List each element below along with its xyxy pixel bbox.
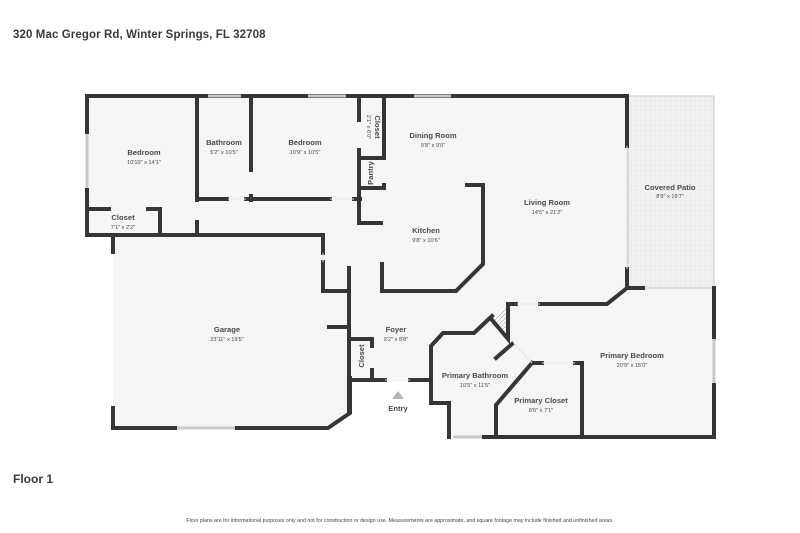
room-labels: Bedroom 10'10" x 14'1" Bathroom 5'2" x 1… — [111, 115, 696, 414]
room-dimensions: 8'6" x 7'1" — [529, 408, 553, 414]
floor-label: Floor 1 — [13, 472, 54, 486]
room-dimensions: 5'2" x 10'5" — [210, 150, 238, 156]
room-dimensions: 9'8" x 9'0" — [421, 143, 445, 149]
room-living-room: Living Room 14'5" x 21'2" — [524, 198, 570, 216]
room-dimensions: 10'5" x 11'5" — [460, 383, 490, 389]
room-name: Bathroom — [206, 138, 242, 147]
property-address: 320 Mac Gregor Rd, Winter Springs, FL 32… — [13, 29, 266, 41]
walls — [85, 94, 716, 439]
room-bedroom-2: Bedroom 10'9" x 10'5" — [288, 138, 322, 156]
hatched-chase — [492, 305, 508, 339]
room-dimensions: 2'1" x 6'0" — [365, 115, 371, 139]
room-dimensions: 10'9" x 10'5" — [290, 150, 321, 156]
room-name: Living Room — [524, 198, 570, 207]
room-foyer: Foyer 9'2" x 8'8" — [384, 325, 408, 343]
room-name: Primary Bedroom — [600, 351, 664, 360]
room-dimensions: 7'1" x 2'2" — [111, 225, 135, 231]
room-name: Foyer — [386, 325, 407, 334]
room-dining-room: Dining Room 9'8" x 9'0" — [409, 131, 456, 149]
room-closet-bedroom: Closet 7'1" x 2'2" — [111, 213, 135, 231]
disclaimer: Floor plans are for informational purpos… — [186, 518, 614, 524]
room-name: Garage — [214, 325, 240, 334]
covered-patio-area — [627, 95, 715, 289]
room-dimensions: 9'2" x 8'8" — [384, 337, 408, 343]
room-name: Dining Room — [409, 131, 456, 140]
entry-label: Entry — [388, 404, 408, 413]
room-pantry: Pantry — [366, 160, 375, 184]
room-dimensions: 8'9" x 19'7" — [656, 194, 684, 200]
door-openings — [228, 146, 628, 381]
windows — [85, 94, 716, 439]
room-name: Closet — [111, 213, 135, 222]
room-dimensions: 14'5" x 21'2" — [532, 210, 563, 216]
room-closet-hall: Closet 2'1" x 6'0" — [365, 115, 382, 139]
room-primary-bedroom: Primary Bedroom 20'9" x 15'0" — [600, 351, 664, 369]
floor-fill — [87, 95, 715, 437]
room-name: Primary Bathroom — [442, 371, 509, 380]
room-name: Bedroom — [288, 138, 322, 147]
entry-marker: Entry — [388, 391, 408, 413]
room-primary-closet: Primary Closet 8'6" x 7'1" — [514, 396, 568, 414]
room-primary-bathroom: Primary Bathroom 10'5" x 11'5" — [442, 371, 509, 389]
entry-arrow-icon — [392, 391, 404, 399]
room-bathroom: Bathroom 5'2" x 10'5" — [206, 138, 242, 156]
room-name: Closet — [373, 115, 382, 139]
room-kitchen: Kitchen 9'8" x 10'6" — [412, 226, 440, 244]
room-name: Covered Patio — [644, 183, 695, 192]
room-garage: Garage 23'11" x 19'5" — [210, 325, 243, 343]
room-dimensions: 23'11" x 19'5" — [210, 337, 243, 343]
room-bedroom-1: Bedroom 10'10" x 14'1" — [127, 148, 161, 166]
room-closet-foyer: Closet — [357, 344, 366, 368]
room-name: Bedroom — [127, 148, 161, 157]
room-name: Primary Closet — [514, 396, 568, 405]
room-dimensions: 10'10" x 14'1" — [127, 160, 161, 166]
room-name: Kitchen — [412, 226, 440, 235]
room-dimensions: 20'9" x 15'0" — [617, 363, 648, 369]
room-dimensions: 9'8" x 10'6" — [412, 238, 440, 244]
room-covered-patio: Covered Patio 8'9" x 19'7" — [644, 183, 695, 200]
room-name: Pantry — [366, 160, 375, 184]
room-name: Closet — [357, 344, 366, 368]
